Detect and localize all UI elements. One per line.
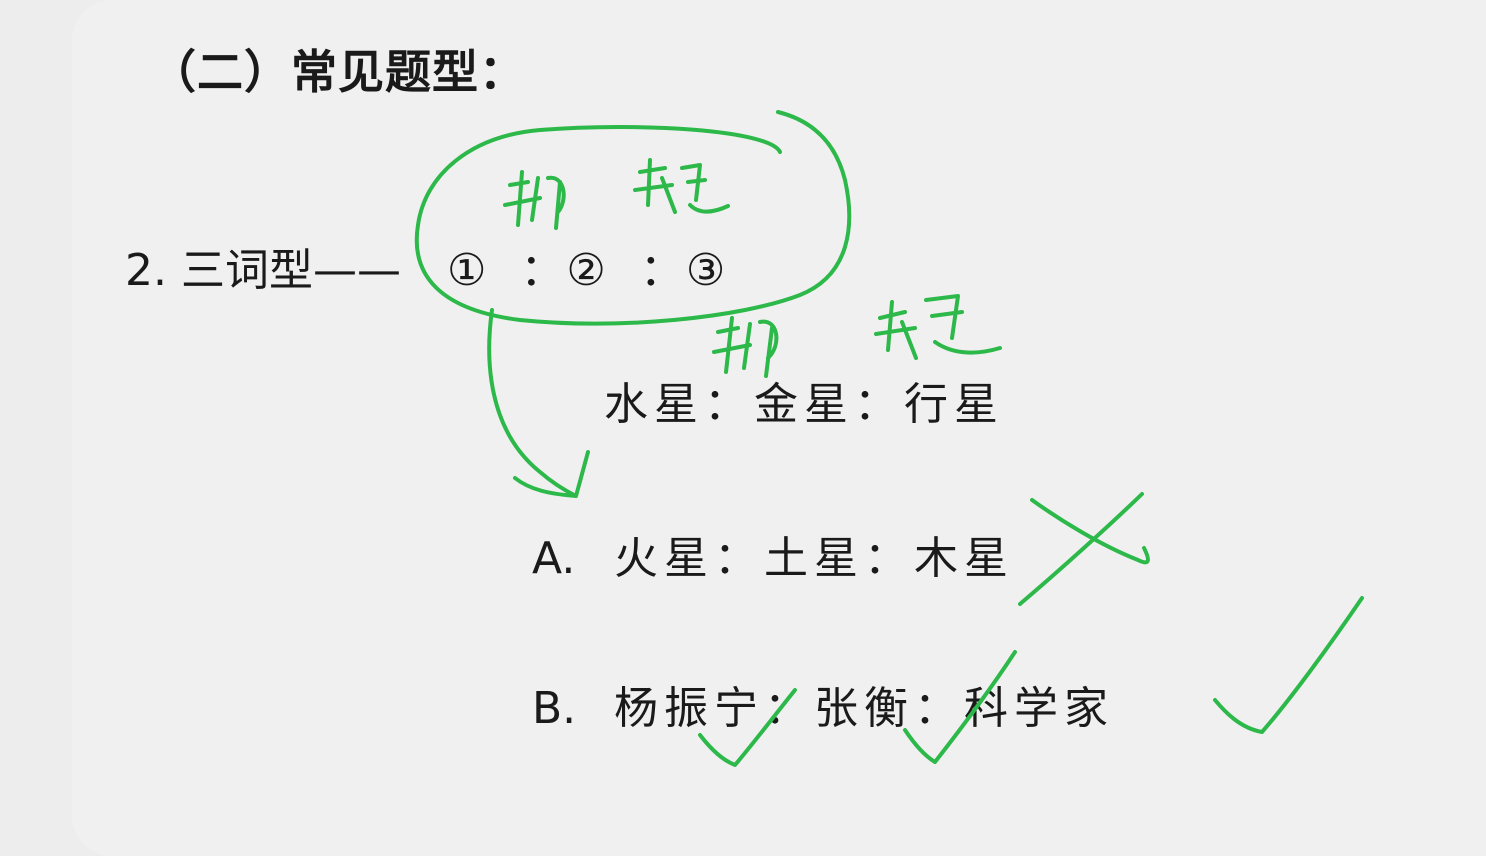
question-label: 2. 三词型—— <box>125 245 401 296</box>
option-a: A. 火星：土星：木星 <box>532 522 1014 586</box>
question-pattern: ① ：② ：③ <box>447 245 728 296</box>
option-b-letter: B. <box>532 683 577 734</box>
option-b-text: 杨振宁：张衡：科学家 <box>614 683 1114 734</box>
option-b: B. 杨振宁：张衡：科学家 <box>532 672 1114 736</box>
question-stem: 水星：金星：行星 <box>604 379 1004 430</box>
section-heading: （二）常见题型： <box>150 45 526 99</box>
option-a-letter: A. <box>532 533 576 584</box>
question-line: 2. 三词型—— ① ：② ：③ <box>125 234 725 298</box>
option-a-text: 火星：土星：木星 <box>614 533 1014 584</box>
